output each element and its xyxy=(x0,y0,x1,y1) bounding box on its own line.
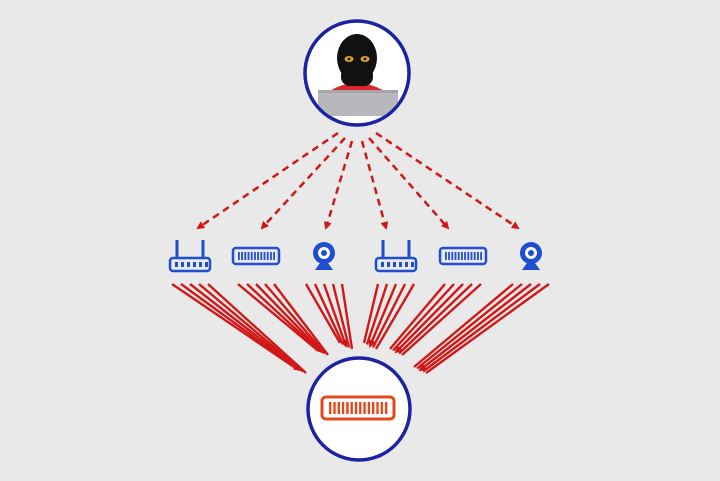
target-node xyxy=(306,356,412,462)
hacker-icon xyxy=(318,34,398,116)
flood-arrow xyxy=(374,283,416,350)
flood-arrows xyxy=(171,283,550,374)
command-arrow xyxy=(323,140,354,230)
command-arrow xyxy=(360,140,389,230)
flood-arrow xyxy=(413,283,514,368)
flood-arrow xyxy=(362,283,380,344)
flood-arrow xyxy=(198,283,304,373)
flood-arrow xyxy=(207,283,307,374)
server-icon xyxy=(320,395,396,421)
flood-arrow xyxy=(273,283,329,356)
flood-arrow xyxy=(392,283,455,352)
flood-arrow xyxy=(368,283,398,348)
flood-arrow xyxy=(313,283,345,346)
flood-arrow xyxy=(371,283,407,349)
flood-arrow xyxy=(322,283,348,348)
flood-arrow xyxy=(331,283,351,348)
command-arrows xyxy=(196,131,520,230)
webcam-icon xyxy=(313,242,335,270)
botnet-devices xyxy=(168,240,542,273)
flood-arrow xyxy=(389,283,446,350)
flood-arrow xyxy=(365,283,389,345)
flood-arrow xyxy=(398,283,473,355)
network-switch-icon xyxy=(438,246,488,266)
flood-arrow xyxy=(264,283,326,355)
attacker-node xyxy=(303,19,411,127)
router-icon xyxy=(374,240,418,273)
network-switch-icon xyxy=(231,246,281,266)
flood-arrow xyxy=(180,283,298,370)
router-icon xyxy=(168,240,212,273)
webcam-icon xyxy=(520,242,542,270)
flood-arrow xyxy=(246,283,320,352)
flood-arrow xyxy=(255,283,324,354)
flood-arrow xyxy=(171,283,295,368)
command-arrow xyxy=(368,137,450,230)
flood-arrow xyxy=(422,283,541,373)
flood-arrow xyxy=(340,283,354,350)
flood-arrow xyxy=(401,283,482,356)
flood-arrow xyxy=(416,283,523,370)
command-arrow xyxy=(260,137,346,230)
command-arrow xyxy=(196,131,339,230)
command-arrow xyxy=(375,131,520,230)
flood-arrow xyxy=(237,283,317,350)
flood-arrow xyxy=(189,283,302,372)
flood-arrow xyxy=(304,283,342,344)
flood-arrow xyxy=(418,283,532,372)
flood-arrow xyxy=(425,283,550,374)
flood-arrow xyxy=(394,283,464,354)
